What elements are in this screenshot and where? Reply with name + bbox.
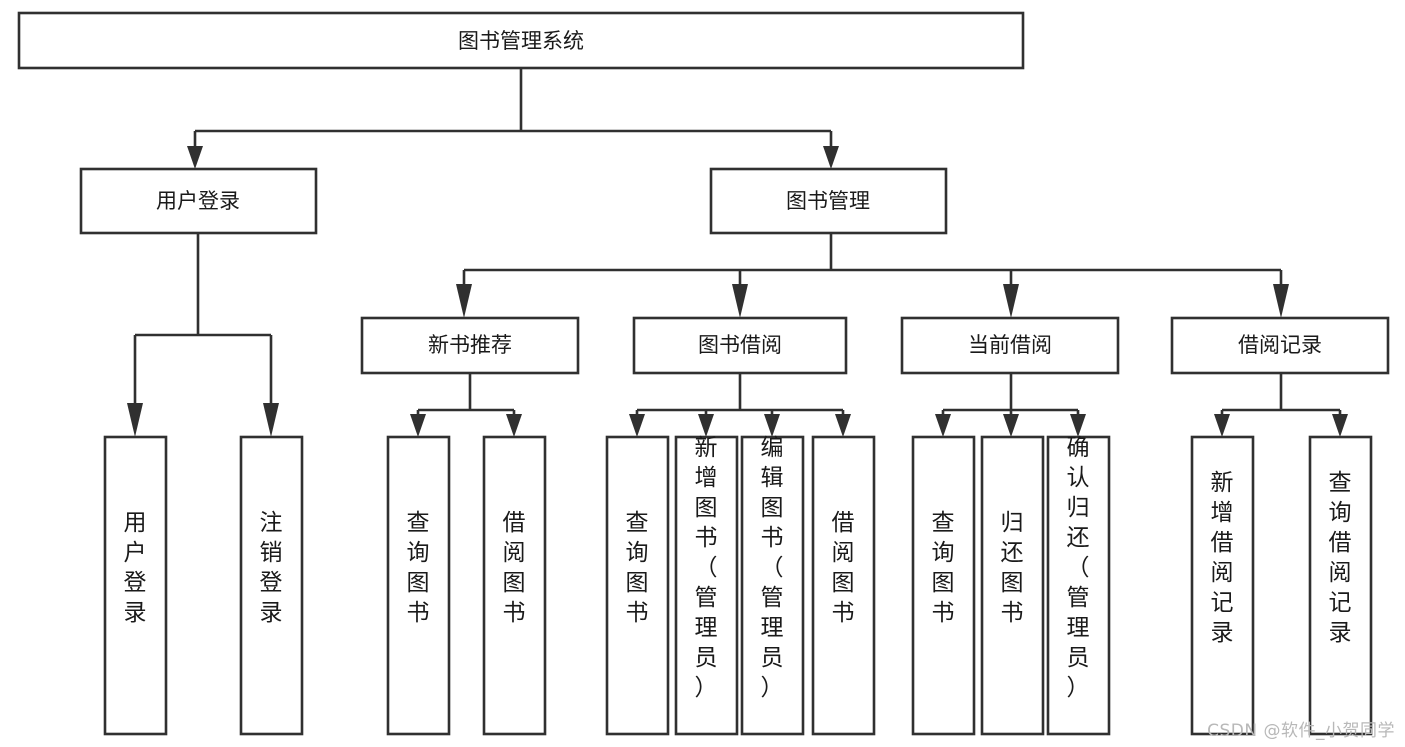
leaf-node[interactable]: 借阅图书 <box>482 435 547 736</box>
arrow-head-leaf-current-borrow-2 <box>1070 414 1086 437</box>
leaf-box[interactable] <box>674 435 739 736</box>
leaf-label: 查询图书 <box>407 510 430 626</box>
arrow-head-leaf-user-login-1 <box>263 403 279 437</box>
connector-book-manage <box>462 233 1283 288</box>
leaf-node[interactable]: 确认归还（管理员） <box>1046 435 1111 736</box>
csdn-watermark: CSDN @软件_小贺同学 <box>1207 721 1395 741</box>
arrow-head-leaf-new-book-0 <box>410 414 426 437</box>
node-book-borrow-label: 图书借阅 <box>698 333 782 357</box>
node-new-book[interactable]: 新书推荐 <box>360 316 580 375</box>
node-user-login-box[interactable] <box>79 167 318 235</box>
node-user-login[interactable]: 用户登录 <box>79 167 318 235</box>
leaf-node[interactable]: 归还图书 <box>980 435 1045 736</box>
connectors-borrowrecord-to-leaves <box>1214 373 1348 437</box>
connectors-bookmanage-to-level3 <box>456 233 1289 318</box>
connector-root <box>193 68 833 150</box>
leaf-label: 查询图书 <box>932 510 955 626</box>
leaf-box[interactable] <box>911 435 976 736</box>
leaf-box[interactable] <box>482 435 547 736</box>
connectors-userlogin-to-leaves <box>127 233 279 437</box>
leaf-box[interactable] <box>811 435 876 736</box>
leaf-node[interactable]: 查询图书 <box>605 435 670 736</box>
leaf-node[interactable]: 查询借阅记录 <box>1308 435 1373 736</box>
leaf-box[interactable] <box>103 435 168 736</box>
arrow-head-leaf-book-borrow-0 <box>629 414 645 437</box>
leaf-box[interactable] <box>1308 435 1373 736</box>
arrow-head-new-book <box>456 284 472 318</box>
connectors-currentborrow-to-leaves <box>935 373 1086 437</box>
connector-book-borrow <box>635 373 845 418</box>
leaf-label: 用户登录 <box>124 510 147 626</box>
node-borrow-record-label: 借阅记录 <box>1238 333 1322 357</box>
arrow-head-borrow-record <box>1273 284 1289 318</box>
leaf-label: 新增图书（管理员） <box>695 435 718 701</box>
arrow-head-book-manage <box>823 146 839 169</box>
node-new-book-box[interactable] <box>360 316 580 375</box>
node-borrow-record-box[interactable] <box>1170 316 1390 375</box>
arrow-head-user-login <box>187 146 203 169</box>
leaf-box[interactable] <box>239 435 304 736</box>
node-root-box[interactable] <box>17 11 1025 70</box>
node-book-manage[interactable]: 图书管理 <box>709 167 948 235</box>
node-current-borrow-label: 当前借阅 <box>968 333 1052 357</box>
node-book-borrow-box[interactable] <box>632 316 848 375</box>
leaf-node[interactable]: 查询图书 <box>911 435 976 736</box>
leaf-label: 确认归还（管理员） <box>1067 435 1090 701</box>
leaf-box[interactable] <box>1190 435 1255 736</box>
node-book-manage-label: 图书管理 <box>786 189 870 213</box>
node-root[interactable]: 图书管理系统 <box>17 11 1025 70</box>
connectors-newbook-to-leaves <box>410 373 522 437</box>
node-book-manage-box[interactable] <box>709 167 948 235</box>
arrow-head-leaf-new-book-1 <box>506 414 522 437</box>
arrow-head-current-borrow <box>1003 284 1019 318</box>
leaf-box[interactable] <box>605 435 670 736</box>
node-new-book-label: 新书推荐 <box>428 333 512 357</box>
arrow-head-book-borrow <box>732 284 748 318</box>
leaf-label: 新增借阅记录 <box>1211 470 1234 646</box>
leaf-label: 注销登录 <box>260 510 283 626</box>
leaf-node[interactable]: 新增图书（管理员） <box>674 435 739 736</box>
node-book-borrow[interactable]: 图书借阅 <box>632 316 848 375</box>
leaf-node[interactable]: 注销登录 <box>239 435 304 736</box>
arrow-head-leaf-current-borrow-0 <box>935 414 951 437</box>
leaf-node[interactable]: 新增借阅记录 <box>1190 435 1255 736</box>
leaf-label: 借阅图书 <box>832 510 855 626</box>
leaf-label: 归还图书 <box>1001 510 1024 626</box>
leaf-box[interactable] <box>980 435 1045 736</box>
arrow-head-leaf-current-borrow-1 <box>1003 414 1019 437</box>
leaf-label: 借阅图书 <box>503 510 526 626</box>
connectors-root-to-level2 <box>187 68 839 169</box>
leaf-box[interactable] <box>740 435 805 736</box>
node-user-login-label: 用户登录 <box>156 189 240 213</box>
node-current-borrow-box[interactable] <box>900 316 1120 375</box>
leaf-node[interactable]: 借阅图书 <box>811 435 876 736</box>
arrow-head-leaf-book-borrow-1 <box>698 414 714 437</box>
connector-new-book <box>416 373 516 418</box>
arrow-head-leaf-book-borrow-3 <box>835 414 851 437</box>
leaf-label: 查询图书 <box>626 510 649 626</box>
leaf-box[interactable] <box>1046 435 1111 736</box>
leaf-node[interactable]: 编辑图书（管理员） <box>740 435 805 736</box>
arrow-head-leaf-book-borrow-2 <box>764 414 780 437</box>
arrow-head-leaf-borrow-record-0 <box>1214 414 1230 437</box>
leaf-node[interactable]: 用户登录 <box>103 435 168 736</box>
connectors-bookborrow-to-leaves <box>629 373 851 437</box>
leaf-box[interactable] <box>386 435 451 736</box>
connector-borrow-record <box>1220 373 1342 418</box>
connector-current-borrow <box>941 373 1080 418</box>
node-root-label: 图书管理系统 <box>458 29 584 53</box>
leaf-label: 编辑图书（管理员） <box>761 435 784 701</box>
arrow-head-leaf-borrow-record-1 <box>1332 414 1348 437</box>
node-current-borrow[interactable]: 当前借阅 <box>900 316 1120 375</box>
leaf-node[interactable]: 查询图书 <box>386 435 451 736</box>
arrow-head-leaf-user-login-0 <box>127 403 143 437</box>
connector-user-login <box>133 233 273 405</box>
leaf-label: 查询借阅记录 <box>1329 470 1352 646</box>
node-borrow-record[interactable]: 借阅记录 <box>1170 316 1390 375</box>
